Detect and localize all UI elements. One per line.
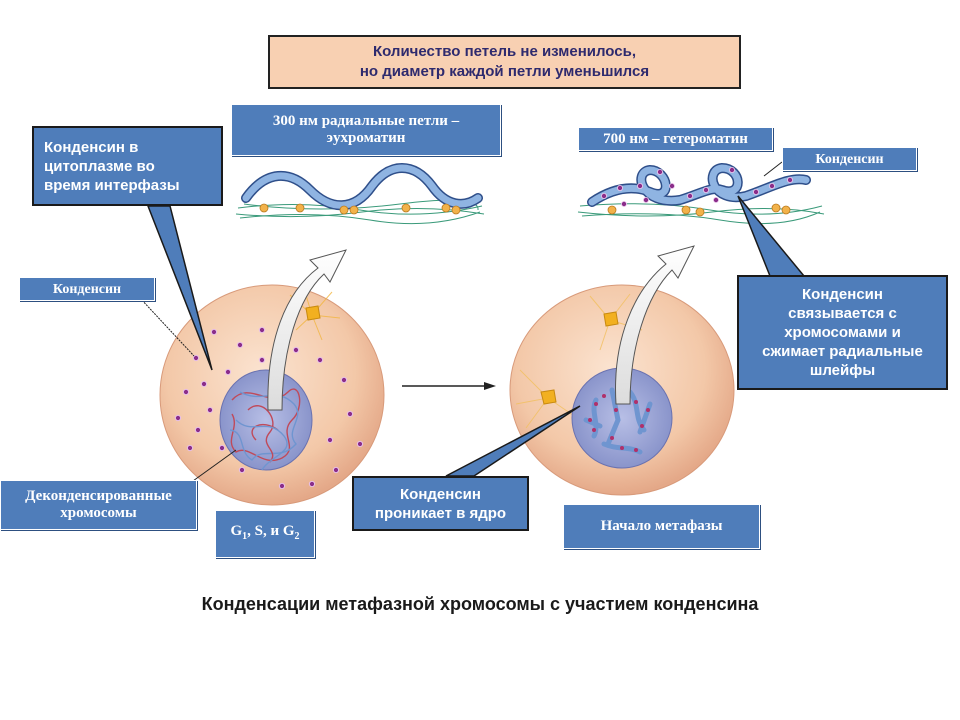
bound-condensin-dots [601, 166, 794, 207]
heterochromatin-loops [577, 162, 825, 225]
condensin-binds-callout: Конденсин связывается с хромосомами и сж… [737, 275, 948, 390]
decondensed-chromosomes-label: Деконденсированные хромосомы [0, 480, 197, 530]
centriole-left [305, 305, 321, 321]
condensin-enters-callout: Конденсин проникает в ядро [352, 476, 529, 531]
euchromatin-label: 300 нм радиальные петли – эухроматин [231, 104, 501, 156]
cytoplasm-condensin-dots [174, 326, 364, 490]
condensin-label-left: Конденсин [19, 277, 155, 301]
phase-text: G1, S, и G2 [230, 523, 300, 542]
centriole-right-b [603, 311, 619, 327]
scaffold-proteins-right [607, 203, 791, 217]
chromosome-condensin-dots [588, 394, 650, 452]
pointer-line-condensin-left [139, 297, 195, 357]
callout-pointer-cytoplasm [146, 205, 213, 371]
pointer-line-condensin-right [763, 161, 783, 177]
zoom-arrow-right [615, 245, 695, 405]
zoom-arrow-left [267, 249, 347, 411]
progression-arrow [402, 382, 496, 390]
figure-caption: Конденсации метафазной хромосомы с участ… [201, 594, 759, 614]
metaphase-start-label: Начало метафазы [563, 504, 760, 549]
loop-count-note: Количество петель не изменилось, но диам… [268, 35, 741, 89]
condensin-cytoplasm-callout: Конденсин в цитоплазме во время интерфаз… [32, 126, 223, 206]
scaffold-proteins-left [259, 203, 461, 215]
condensin-label-right: Конденсин [782, 147, 917, 171]
heterochromatin-label: 700 нм – гетероматин [578, 127, 773, 151]
centriole-right-a [540, 389, 557, 405]
euchromatin-loops [235, 163, 485, 225]
cell-cycle-phase-label: G1, S, и G2 [215, 510, 315, 558]
